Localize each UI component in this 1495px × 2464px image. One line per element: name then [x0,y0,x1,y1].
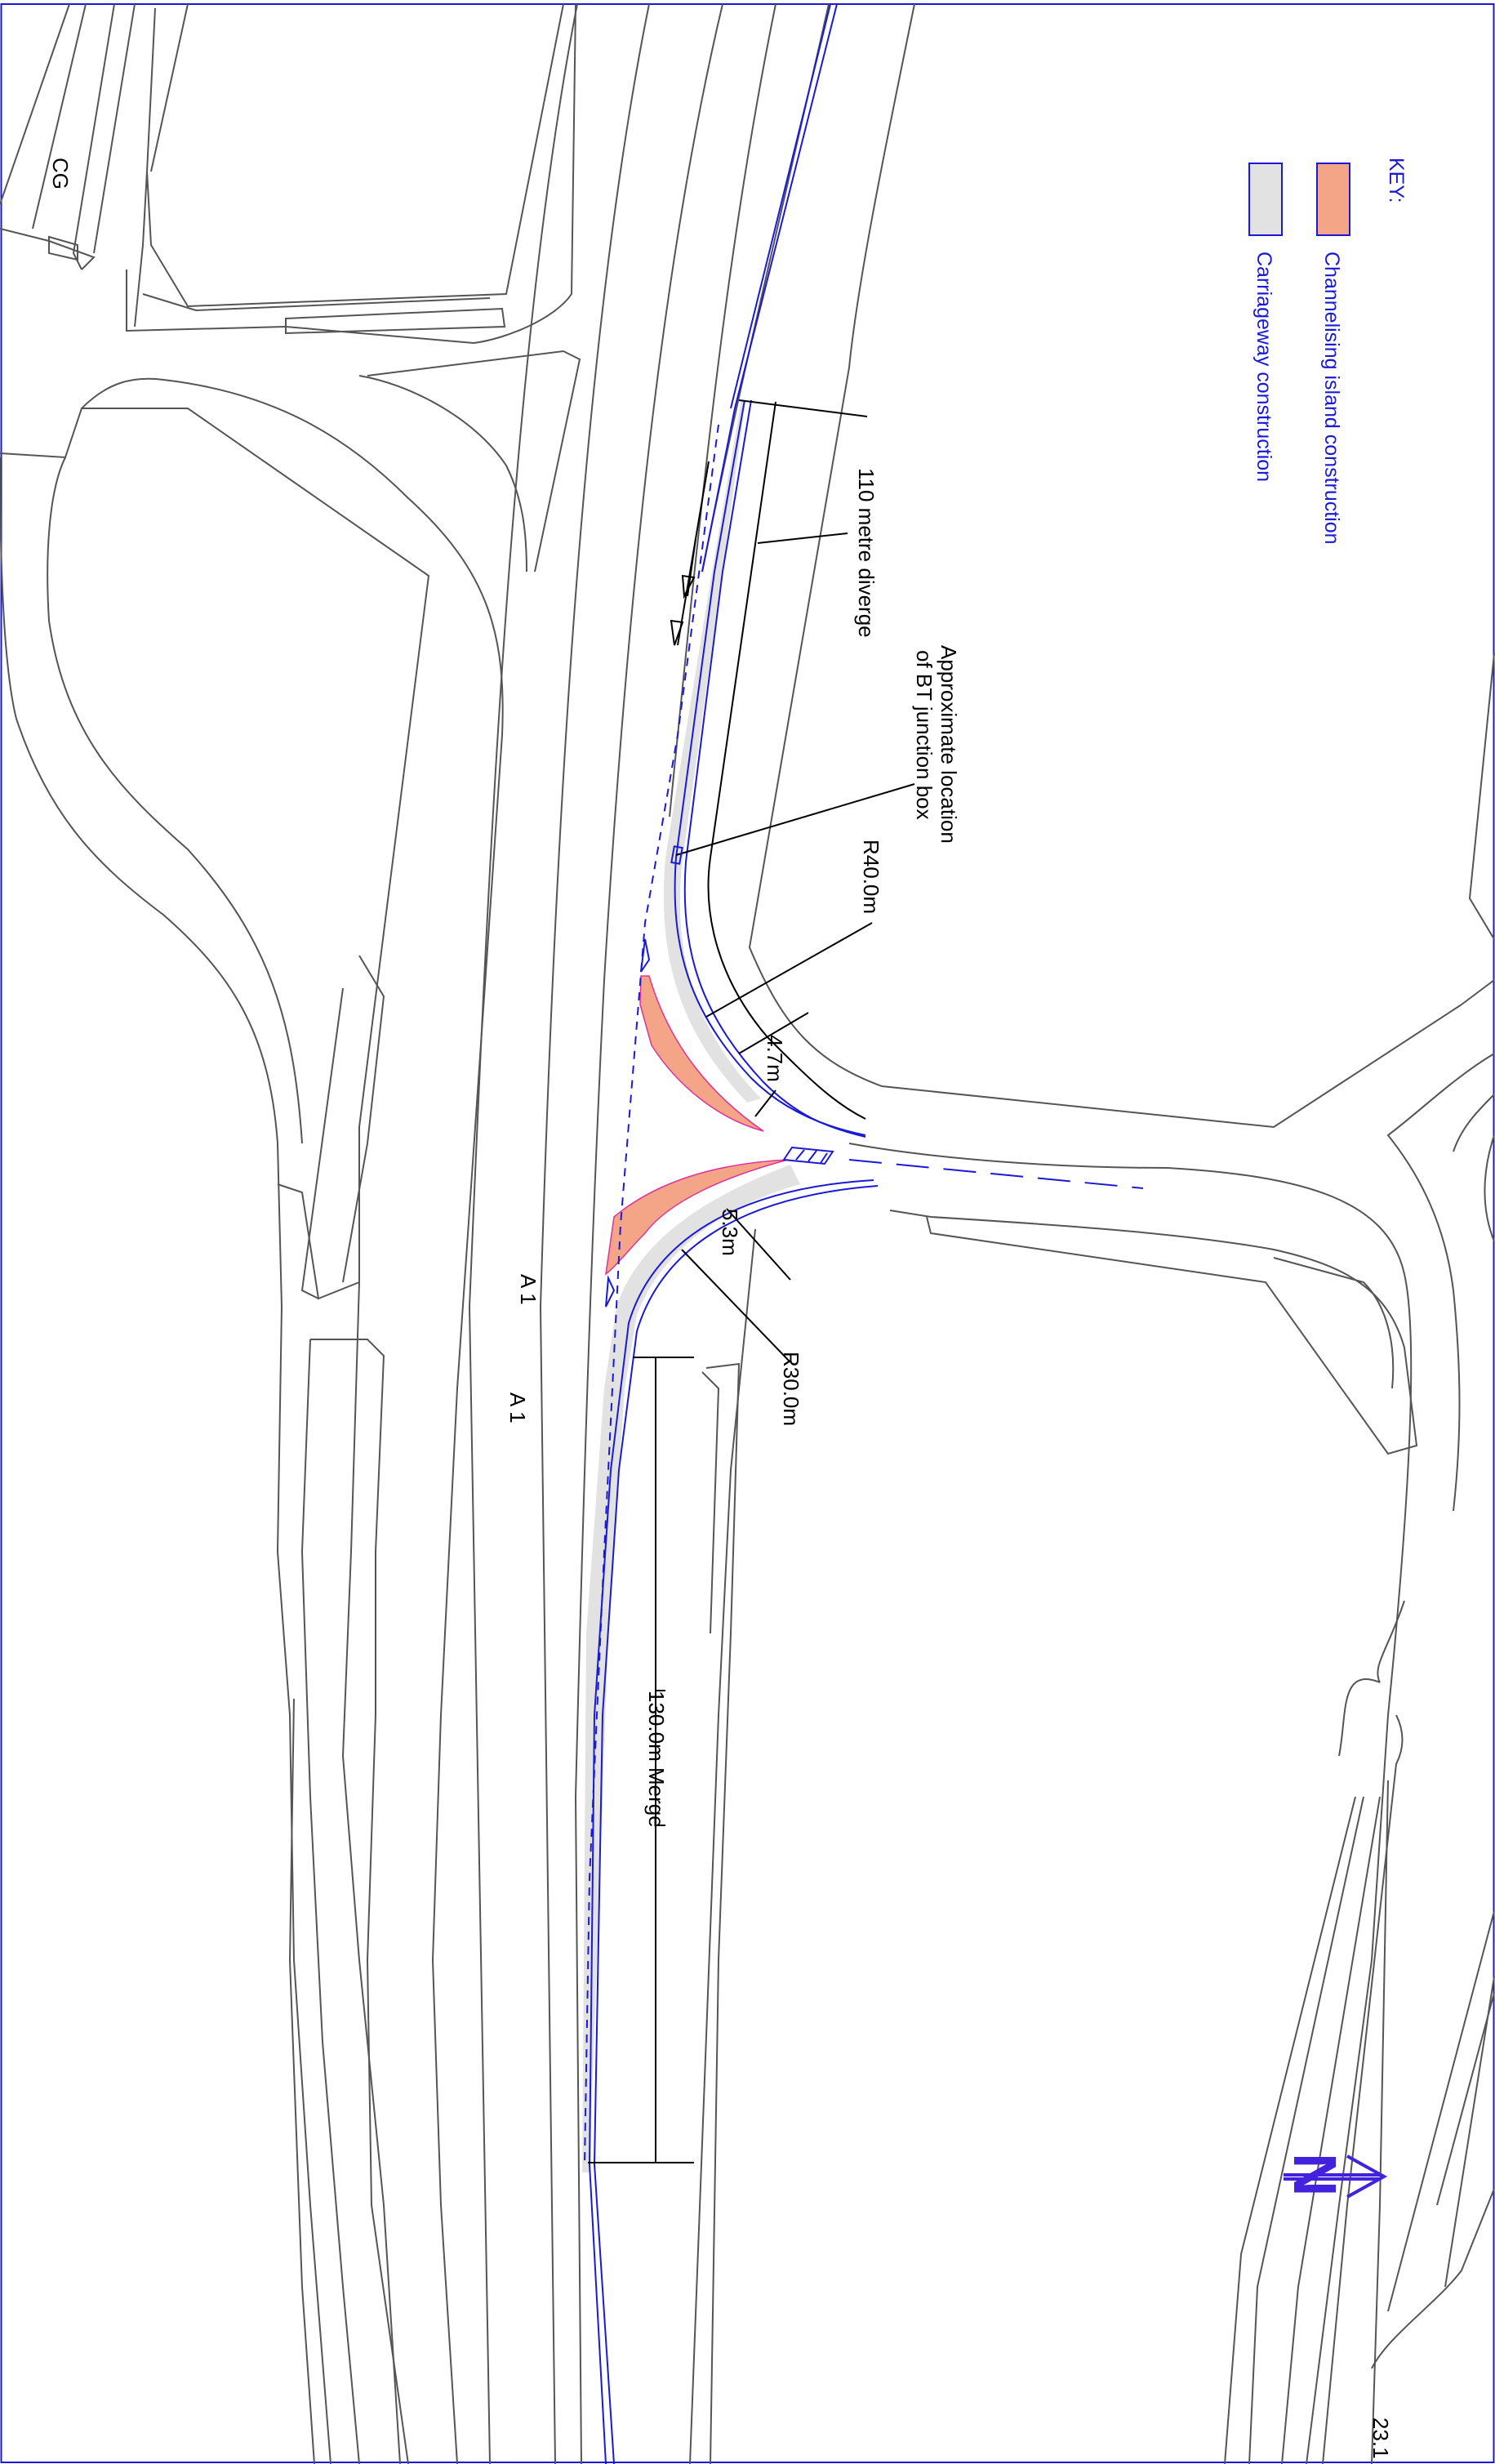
carriageway-construction-north [663,400,761,1103]
legend-label-carriageway: Carriageway construction [1253,252,1275,482]
west-parcels [0,3,581,1389]
drawing-border [0,3,1495,2463]
north-arrow-letter: N [1281,2153,1349,2196]
slip-road [689,1228,756,2464]
legend: KEY: Channelising island construction Ca… [1248,158,1408,545]
radius-north-label: R40.0m [859,840,883,914]
dimension-lines [588,399,915,2163]
legend-label-island: Channelising island construction [1320,252,1343,545]
carriageway-construction-south [582,1165,800,2172]
legend-swatch-island [1316,163,1350,236]
merge-length-label: 130.0m Merge [644,1691,669,1828]
legend-swatch-carriageway [1248,163,1283,236]
bt-box-label-line1: Approximate location [937,645,961,844]
plot-code-cg: CG [48,158,73,189]
annotation-labels: 110 metre diverge Approximate location o… [48,158,961,1828]
a1-road-label-1: A 1 [516,1274,541,1305]
north-arrow: N [1281,2153,1388,2199]
channelising-island-north [639,975,764,1132]
width-south-label: 5.3m [718,1209,742,1256]
bt-box-label-line2: of BT junction box [912,650,937,820]
a1-road-label-2: A 1 [505,1392,530,1424]
west-strips [276,955,458,2464]
east-roads [848,653,1495,2464]
sheet-number: 23.1 [1368,2417,1393,2459]
proposed-alignment [584,3,1144,2464]
channelising-island-south [604,1159,789,1276]
diverge-length-label: 110 metre diverge [854,468,879,638]
width-north-label: 4.7m [763,1035,787,1082]
legend-title: KEY: [1385,158,1408,203]
radius-south-label: R30.0m [779,1352,803,1426]
